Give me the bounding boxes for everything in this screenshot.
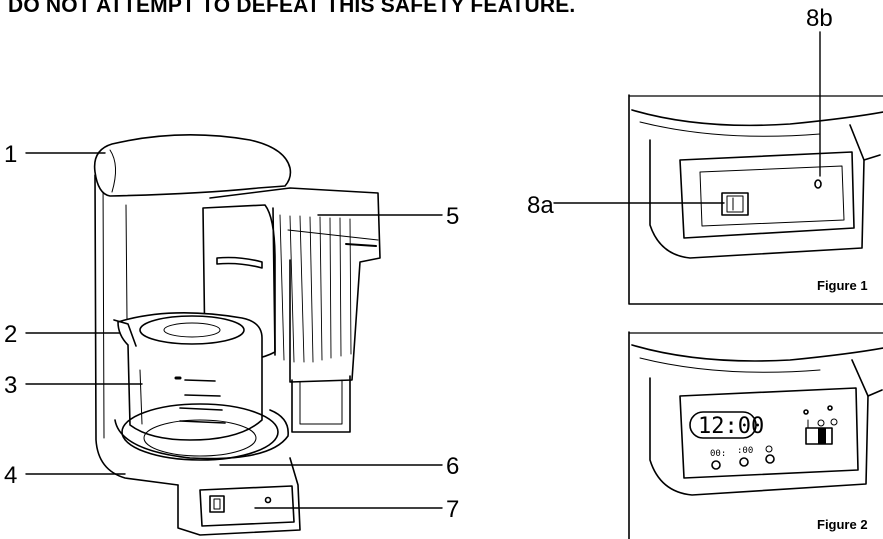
figure-2-caption: Figure 2 xyxy=(817,517,868,532)
callout-leader-lines xyxy=(25,152,443,509)
power-switch xyxy=(209,495,225,513)
callout-8a: 8a xyxy=(527,192,554,219)
indicator-light-right xyxy=(827,405,833,411)
maker-lid xyxy=(93,134,292,197)
callout-5: 5 xyxy=(446,203,459,230)
maker-base xyxy=(177,457,301,536)
callout-2: 2 xyxy=(4,321,17,348)
hour-button xyxy=(711,460,721,470)
figure-1-panel: 8a 8b Figure 1 xyxy=(527,5,883,305)
fig1-indicator-light xyxy=(814,179,822,189)
minute-button-label: :00 xyxy=(737,446,753,456)
callout-6: 6 xyxy=(446,453,459,480)
callout-1: 1 xyxy=(4,141,17,168)
warming-plate xyxy=(114,409,289,460)
fig1-power-switch xyxy=(721,192,749,216)
callout-3: 3 xyxy=(4,372,17,399)
maker-body-left xyxy=(94,174,179,486)
clock-icon xyxy=(765,445,773,453)
safety-warning-heading: DO NOT ATTEMPT TO DEFEAT THIS SAFETY FEA… xyxy=(8,0,576,17)
figure-2-panel: 12:00 00: :00 Figure 2 xyxy=(628,331,883,539)
hour-button-label: 00: xyxy=(710,449,726,459)
carafe xyxy=(117,312,263,441)
callout-8b: 8b xyxy=(806,5,833,32)
indicator-light-left xyxy=(803,409,809,415)
figure-1-caption: Figure 1 xyxy=(817,278,868,293)
coffee-maker-illustration xyxy=(93,134,381,536)
program-button xyxy=(765,454,775,464)
clock-display-text: 12:00 xyxy=(698,414,764,439)
clock-display xyxy=(689,411,757,439)
minute-button xyxy=(739,457,749,467)
callout-7: 7 xyxy=(446,496,459,523)
callout-4: 4 xyxy=(4,462,17,489)
